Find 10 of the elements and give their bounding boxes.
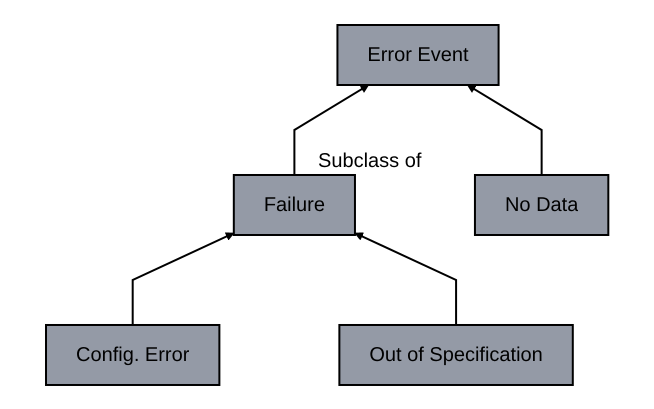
arrow [293,84,369,174]
arrow [466,84,542,174]
node-box: Out of Specification [338,323,574,386]
node-box: No Data [474,174,610,236]
node-box: Error Event [336,24,500,86]
arrow [132,232,234,324]
annotation-text: Subclass of [318,150,422,173]
arrow [354,232,457,324]
node-box: Config. Error [44,323,220,386]
node-box: Failure [232,174,356,236]
